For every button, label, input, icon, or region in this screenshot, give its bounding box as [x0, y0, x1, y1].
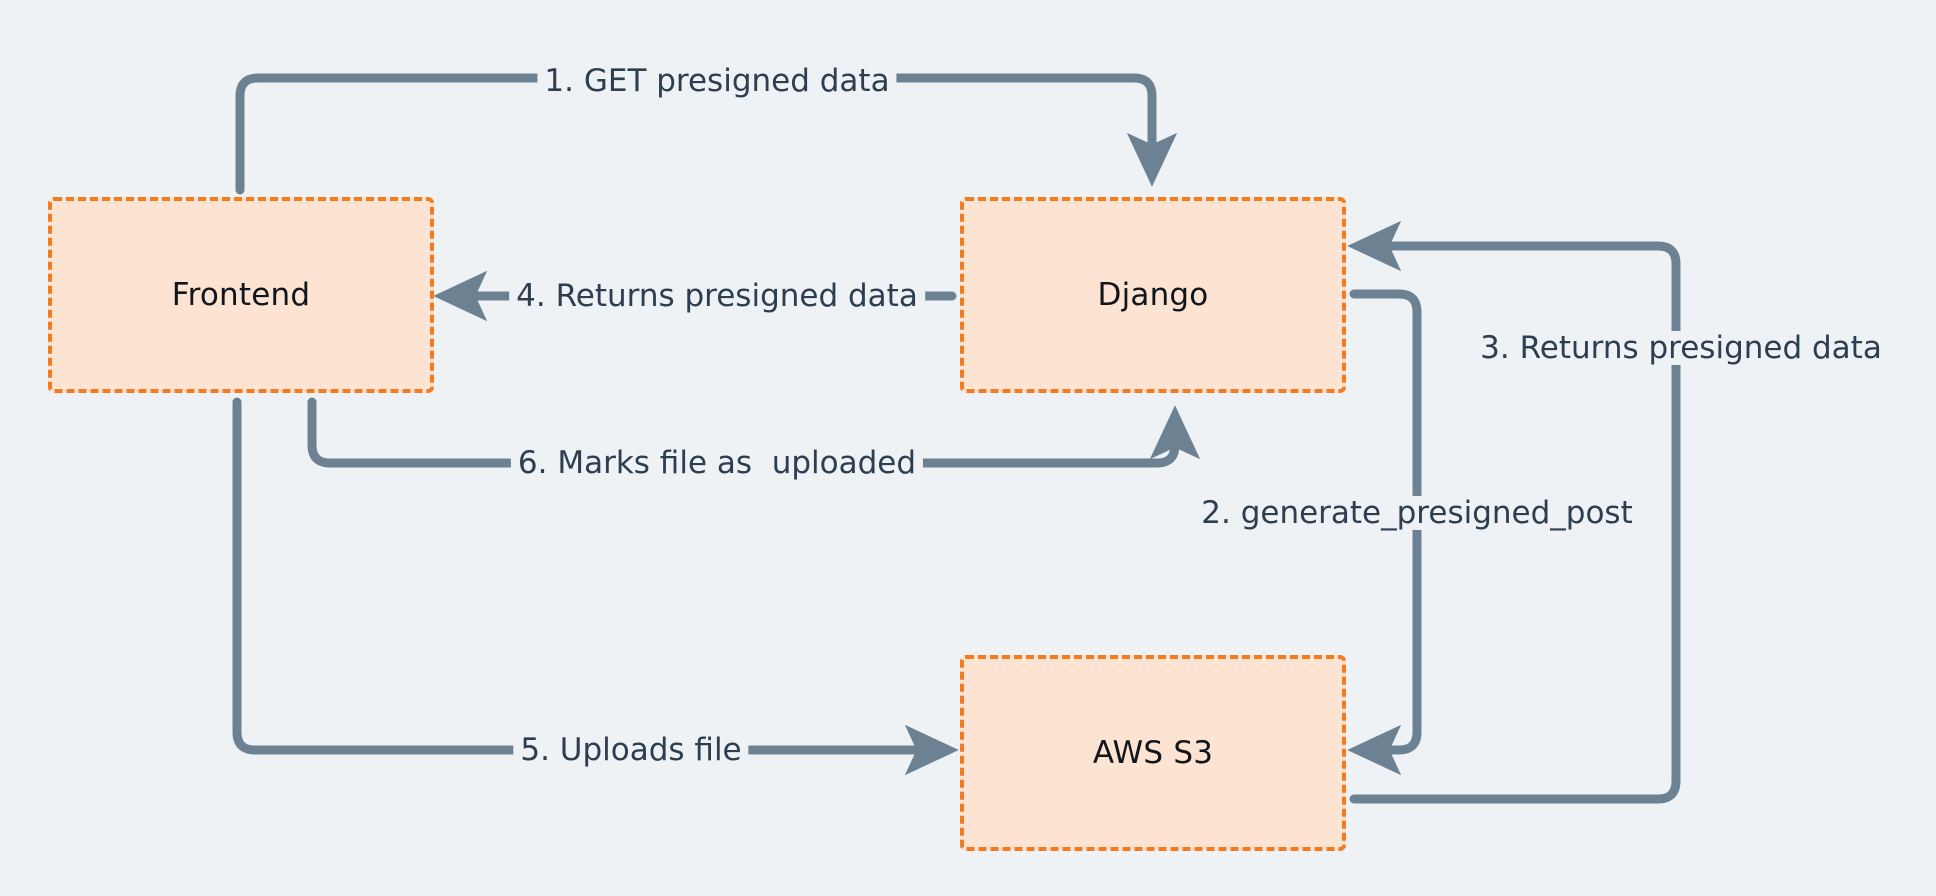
- node-aws-s3-label: AWS S3: [1092, 735, 1214, 771]
- edge-label-3: 3. Returns presigned data: [1473, 331, 1889, 365]
- edge-label-1: 1. GET presigned data: [537, 64, 897, 98]
- edge-label-4: 4. Returns presigned data: [509, 279, 925, 313]
- node-django[interactable]: Django: [960, 197, 1346, 393]
- node-django-label: Django: [1097, 277, 1209, 313]
- node-aws-s3[interactable]: AWS S3: [960, 655, 1346, 851]
- connector-3-returns-presigned-data: [1347, 220, 1681, 804]
- node-frontend-label: Frontend: [171, 277, 311, 313]
- edge-label-6: 6. Marks file as uploaded: [510, 446, 924, 480]
- edge-label-2: 2. generate_presigned_post: [1194, 496, 1640, 530]
- edge-label-5: 5. Uploads file: [513, 733, 749, 767]
- node-frontend[interactable]: Frontend: [48, 197, 434, 393]
- connector-5-uploads-file: [232, 397, 959, 776]
